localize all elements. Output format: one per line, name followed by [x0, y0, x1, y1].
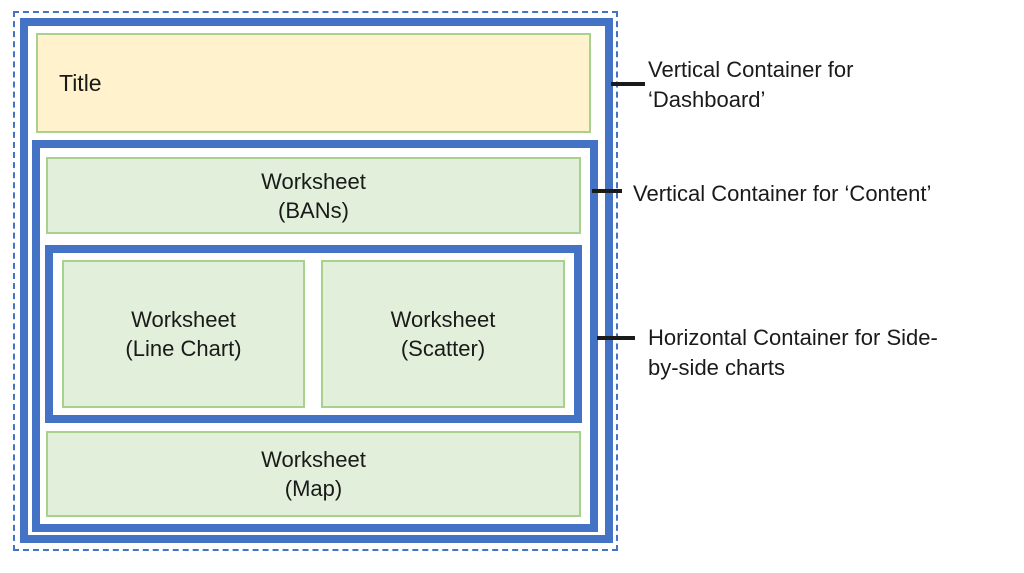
- worksheet-line-chart-label-line1: Worksheet: [131, 307, 236, 332]
- connector-tick-dashboard: [611, 82, 645, 86]
- annotation-side-by-side-line2: by-side charts: [648, 355, 785, 380]
- horizontal-container-side-by-side: Worksheet (Line Chart) Worksheet (Scatte…: [45, 245, 582, 423]
- worksheet-map: Worksheet (Map): [46, 431, 581, 517]
- annotation-vertical-container-content: Vertical Container for ‘Content’: [633, 179, 931, 209]
- worksheet-bans-label-line2: (BANs): [278, 197, 349, 223]
- worksheet-line-chart-label-line2: (Line Chart): [125, 336, 242, 361]
- worksheet-line-chart: Worksheet (Line Chart): [62, 260, 305, 408]
- worksheet-scatter-label-line2: (Scatter): [400, 336, 486, 361]
- worksheet-bans: Worksheet (BANs): [46, 157, 581, 234]
- annotation-horizontal-container-side-by-side: Horizontal Container for Side- by-side c…: [648, 323, 938, 383]
- annotation-side-by-side-line1: Horizontal Container for Side-: [648, 325, 938, 350]
- worksheet-scatter: Worksheet (Scatter): [321, 260, 565, 408]
- connector-tick-content: [592, 189, 622, 193]
- annotation-content-line1: Vertical Container for ‘Content’: [633, 181, 932, 206]
- vertical-container-dashboard: Title Worksheet (BANs) Worksheet (Line C…: [20, 18, 613, 543]
- worksheet-map-label-line2: (Map): [284, 476, 343, 501]
- annotation-dashboard-line1: Vertical Container for: [648, 57, 854, 82]
- worksheet-scatter-label-line1: Worksheet: [390, 307, 496, 332]
- title-box: Title: [36, 33, 591, 133]
- annotation-dashboard-line2: ‘Dashboard’: [648, 87, 766, 112]
- vertical-container-content: Worksheet (BANs) Worksheet (Line Chart) …: [32, 140, 598, 532]
- annotation-vertical-container-dashboard: Vertical Container for ‘Dashboard’: [648, 55, 853, 115]
- title-box-label: Title: [59, 69, 102, 96]
- worksheet-bans-label-line1: Worksheet: [261, 168, 366, 194]
- worksheet-map-label-line1: Worksheet: [261, 447, 366, 472]
- connector-tick-side-by-side: [597, 336, 635, 340]
- dashboard-dashed-outline: [13, 11, 618, 551]
